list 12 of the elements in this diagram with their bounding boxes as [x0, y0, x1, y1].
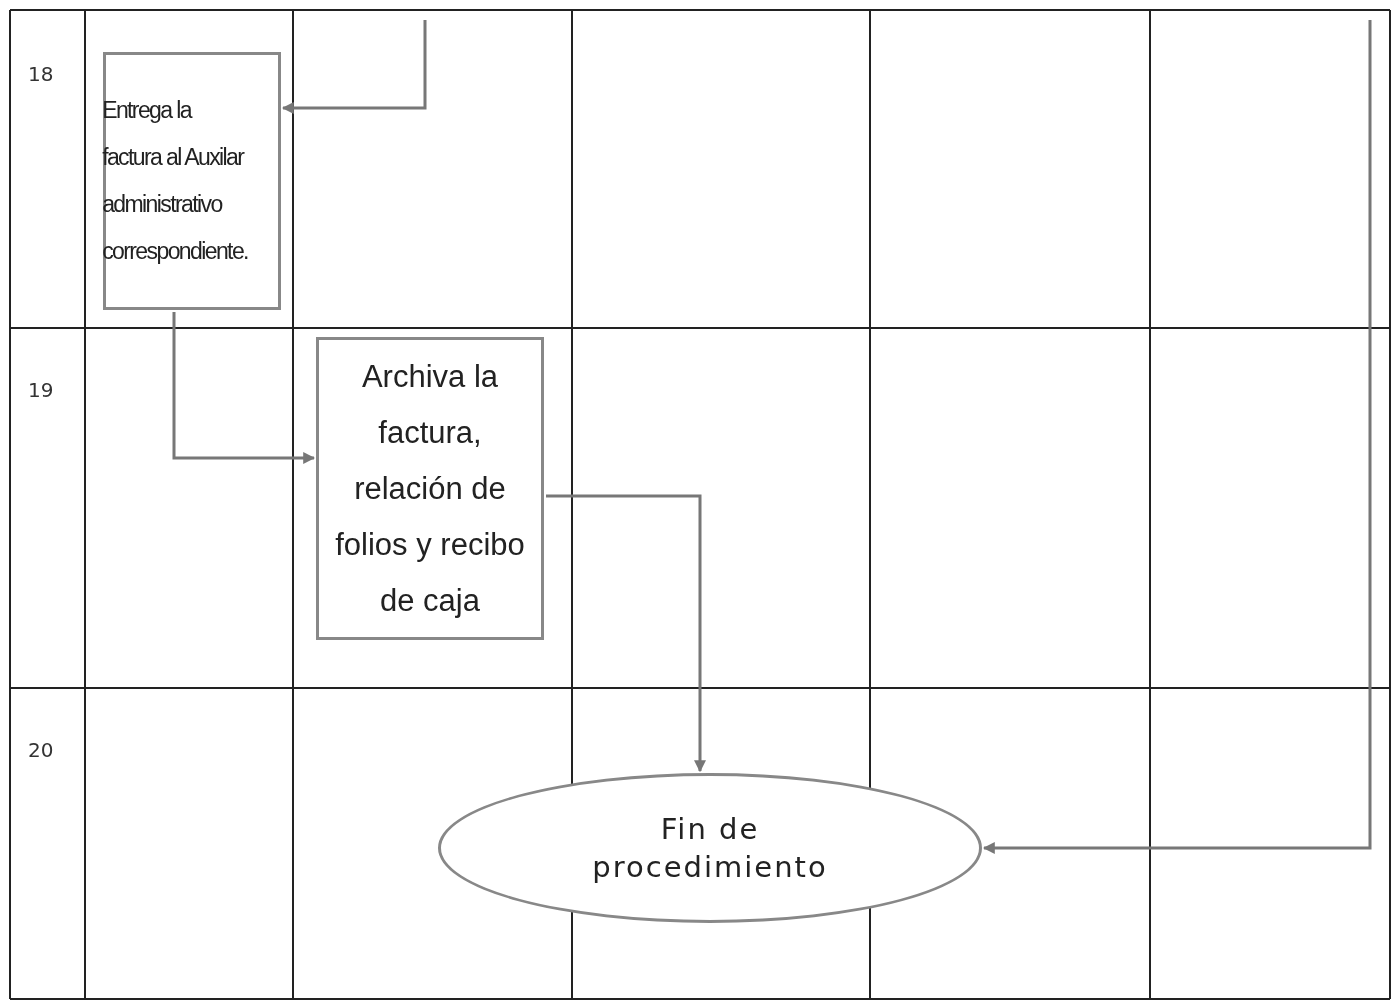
process-box	[103, 52, 281, 310]
arrow	[982, 20, 1372, 854]
step-number: 18	[28, 62, 54, 86]
arrow	[546, 494, 706, 773]
step-text: Entrega la factura al Auxilar administrativo correspondiente.	[102, 96, 248, 266]
arrow	[281, 20, 427, 114]
step-number: 20	[28, 738, 54, 762]
step-number: 19	[28, 378, 54, 402]
process-box	[316, 337, 544, 640]
step-text: Fin de procedimiento	[591, 811, 829, 886]
arrow	[172, 312, 316, 464]
step-text: Archiva la factura, relación de folios y recibo de caja	[334, 357, 526, 620]
